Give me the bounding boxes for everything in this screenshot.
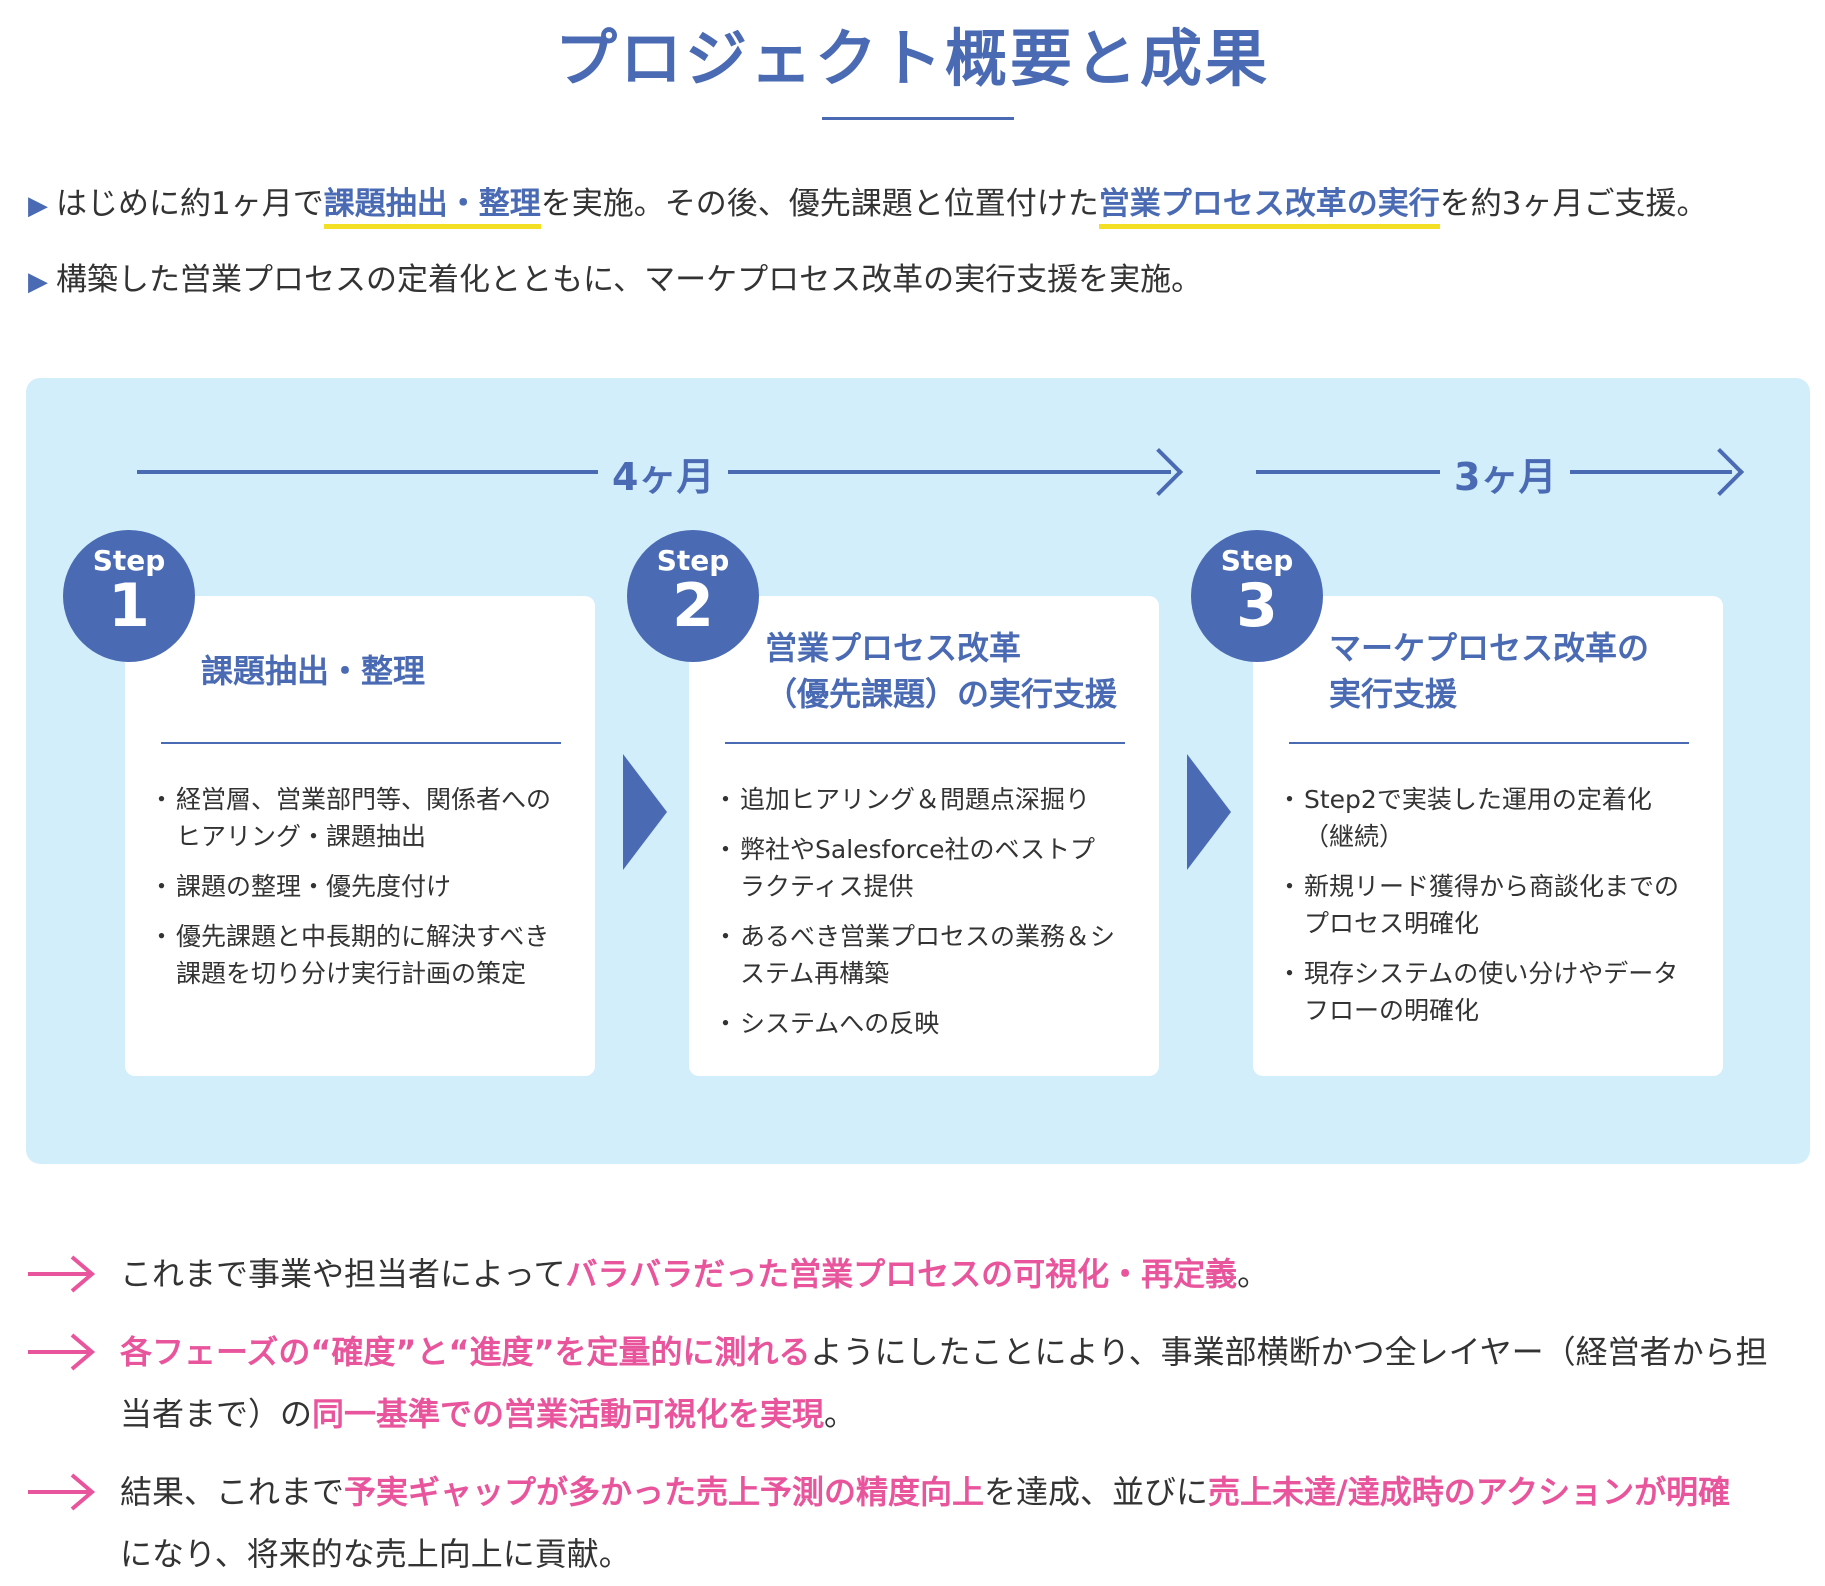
highlighted-text: 課題抽出・整理 [323,186,541,229]
chevron-right-icon [1187,754,1231,870]
step-title-line: 営業プロセス改革 [765,629,1022,667]
result-line: になり、将来的な売上向上に貢献。 [120,1523,1730,1585]
result-line: 各フェーズの“確度”と“進度”を定量的に測れるようにしたことにより、事業部横断か… [120,1321,1768,1383]
result-line: 結果、これまで予実ギャップが多かった売上予測の精度向上を達成、並びに売上未達/達… [120,1461,1730,1523]
title-underline [822,117,1014,120]
pink-arrow-icon [28,1255,96,1293]
text-segment: 結果、これまで [120,1473,345,1511]
step-divider [725,742,1125,744]
timeline-label-2: 3ヶ月 [1440,446,1571,501]
highlighted-text: 各フェーズの“確度”と“進度”を定量的に測れる [120,1333,811,1371]
result-text-1: これまで事業や担当者によってバラバラだった営業プロセスの可視化・再定義。 [120,1243,1269,1305]
text-segment: を約3ヶ月ご支援。 [1439,186,1708,222]
step-item: 課題の整理・優先度付け [149,868,581,905]
text-segment: 。 [1237,1255,1270,1293]
text-segment: これまで事業や担当者によって [120,1255,566,1293]
step-divider [161,742,561,744]
step-item-list: 追加ヒアリング＆問題点深掘り弊社やSalesforce社のベストプラクティス提供… [713,781,1145,1055]
text-segment: を実施。その後、優先課題と位置付けた [540,186,1099,222]
triangle-bullet-icon: ▶ [28,191,48,221]
step-title-line: 課題抽出・整理 [201,652,426,690]
step-divider [1289,742,1689,744]
text-segment: になり、将来的な売上向上に貢献。 [120,1535,631,1573]
text-segment: はじめに約1ヶ月で [56,186,324,222]
step-item: Step2で実装した運用の定着化（継続） [1277,781,1709,855]
highlighted-text: バラバラだった営業プロセスの可視化・再定義 [565,1255,1238,1293]
intro-text: 構築した営業プロセスの定着化とともに、マーケプロセス改革の実行支援を実施。 [56,262,1202,298]
timeline-label-1: 4ヶ月 [598,446,729,501]
step-item-list: 経営層、営業部門等、関係者へのヒアリング・課題抽出課題の整理・優先度付け優先課題… [149,781,581,1005]
step-badge-2: Step 2 [627,530,759,662]
step-item-list: Step2で実装した運用の定着化（継続） 新規リード獲得から商談化までのプロセス明… [1277,781,1709,1042]
step-badge-3: Step 3 [1191,530,1323,662]
page-title: プロジェクト概要と成果 [554,22,1270,95]
step-card-1: 課題抽出・整理 経営層、営業部門等、関係者へのヒアリング・課題抽出課題の整理・優… [125,596,595,1076]
step-badge-number: 3 [1236,571,1278,641]
step-title: マーケプロセス改革の 実行支援 [1329,625,1649,717]
step-title-line: （優先課題）の実行支援 [765,675,1118,713]
pink-arrow-icon [28,1473,96,1511]
highlighted-text: 予実ギャップが多かった売上予測の精度向上 [344,1473,985,1511]
highlighted-text: 同一基準での営業活動可視化を実現 [312,1395,825,1433]
step-card-3: マーケプロセス改革の 実行支援 Step2で実装した運用の定着化（継続） 新規リー… [1253,596,1723,1076]
result-text-3: 結果、これまで予実ギャップが多かった売上予測の精度向上を達成、並びに売上未達/達… [120,1461,1730,1585]
intro-text: はじめに約1ヶ月で課題抽出・整理を実施。その後、優先課題と位置付けた営業プロセス… [56,186,1707,229]
step-badge-label: Step [1220,544,1294,577]
step-title: 営業プロセス改革 （優先課題）の実行支援 [765,625,1117,717]
result-line: 当者まで）の同一基準での営業活動可視化を実現。 [120,1383,1768,1445]
text-segment: 構築した営業プロセスの定着化とともに、マーケプロセス改革の実行支援を実施。 [56,262,1203,298]
pink-arrow-icon [28,1333,96,1371]
step-title-line: 実行支援 [1329,675,1458,713]
intro-line-2: ▶ 構築した営業プロセスの定着化とともに、マーケプロセス改革の実行支援を実施。 [28,262,1202,299]
result-text-2: 各フェーズの“確度”と“進度”を定量的に測れるようにしたことにより、事業部横断か… [120,1321,1768,1445]
step-badge-number: 1 [108,571,150,641]
text-segment: 。 [824,1395,857,1433]
highlighted-text: 売上未達/達成時のアクションが明確 [1208,1473,1731,1511]
intro-line-1: ▶ はじめに約1ヶ月で課題抽出・整理を実施。その後、優先課題と位置付けた営業プロセ… [28,186,1707,229]
triangle-bullet-icon: ▶ [28,267,48,297]
result-line: これまで事業や担当者によってバラバラだった営業プロセスの可視化・再定義。 [120,1243,1269,1305]
step-badge-label: Step [92,544,166,577]
text-segment: 当者まで）の [120,1395,313,1433]
text-segment: を達成、並びに [984,1473,1209,1511]
chevron-right-icon [623,754,667,870]
step-item: システムへの反映 [713,1005,1145,1042]
text-segment: ようにしたことにより、事業部横断かつ全レイヤー（経営者から担 [810,1333,1768,1371]
step-title: 課題抽出・整理 [201,648,425,694]
step-card-2: 営業プロセス改革 （優先課題）の実行支援 追加ヒアリング＆問題点深掘り弊社やSa… [689,596,1159,1076]
step-title-line: マーケプロセス改革の [1329,629,1650,667]
step-item: 追加ヒアリング＆問題点深掘り [713,781,1145,818]
step-badge-label: Step [656,544,730,577]
step-badge-1: Step 1 [63,530,195,662]
step-badge-number: 2 [672,571,714,641]
highlighted-text: 営業プロセス改革の実行 [1098,186,1440,229]
